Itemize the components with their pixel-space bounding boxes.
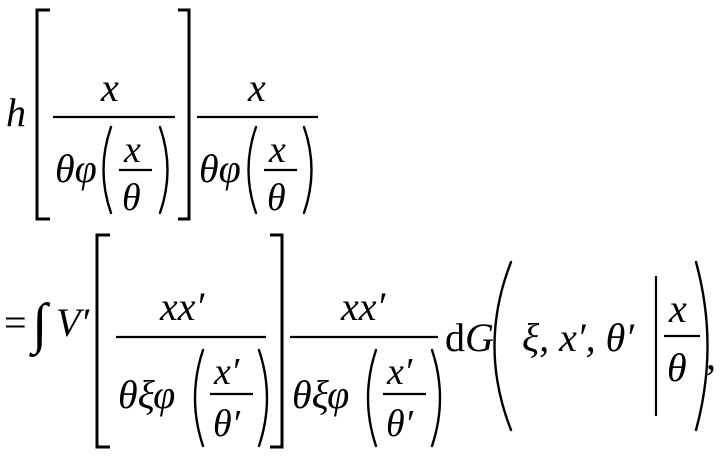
fraction-3-left-paren bbox=[193, 348, 205, 448]
fraction-1-left-paren bbox=[102, 125, 113, 215]
left-square-bracket bbox=[35, 8, 50, 221]
symbol-h: h bbox=[6, 90, 26, 135]
right-square-bracket bbox=[178, 8, 191, 221]
integral-sign: ∫ bbox=[29, 293, 51, 358]
argument-right-paren bbox=[694, 260, 709, 432]
fraction-2-left-paren bbox=[247, 125, 258, 215]
fraction-3-inner-numerator: x′ bbox=[213, 351, 240, 393]
symbol-g: G bbox=[465, 315, 494, 360]
fraction-1: x θφ x θ bbox=[53, 65, 175, 219]
fraction-2-inner-denominator: θ bbox=[267, 177, 286, 219]
fraction-4-left-paren bbox=[366, 348, 378, 448]
equals-sign: = bbox=[4, 300, 27, 345]
fraction-2-denominator-prefix: θφ bbox=[199, 146, 241, 191]
fraction-1-right-paren bbox=[158, 125, 169, 215]
fraction-3: xx′ θξφ x′ θ′ bbox=[116, 284, 269, 448]
left-square-bracket-2 bbox=[95, 233, 110, 449]
argument-left-paren bbox=[493, 260, 513, 432]
fraction-2-right-paren bbox=[302, 125, 313, 215]
fraction-4-right-paren bbox=[430, 348, 442, 448]
fraction-1-inner-denominator: θ bbox=[122, 177, 141, 219]
differential-d: d bbox=[445, 315, 465, 360]
equation-line-2: = ∫ V′ xx′ θξφ x′ θ′ xx′ θξφ x′ θ′ bbox=[4, 233, 716, 449]
fraction-1-numerator: x bbox=[100, 65, 119, 110]
fraction-4-inner-denominator: θ′ bbox=[386, 403, 414, 445]
fraction-2: x θφ x θ bbox=[197, 65, 318, 219]
fraction-3-denominator-prefix: θξφ bbox=[118, 372, 175, 417]
fraction-1-inner-numerator: x bbox=[123, 129, 141, 171]
fraction-1-denominator-prefix: θφ bbox=[55, 146, 97, 191]
fraction-4-inner-numerator: x′ bbox=[386, 351, 413, 393]
fraction-4: xx′ θξφ x′ θ′ bbox=[290, 284, 442, 448]
conditional-denominator: θ bbox=[667, 345, 687, 390]
differential-dg: dG bbox=[445, 315, 494, 360]
right-square-bracket-2 bbox=[270, 233, 284, 449]
fraction-3-inner-denominator: θ′ bbox=[213, 403, 241, 445]
trailing-comma: , bbox=[706, 333, 716, 378]
conditional-numerator: x bbox=[668, 286, 687, 331]
fraction-4-numerator: xx′ bbox=[340, 284, 387, 329]
symbol-v-prime: V′ bbox=[56, 300, 90, 345]
fraction-4-denominator-prefix: θξφ bbox=[292, 372, 349, 417]
equation-line-1: h x θφ x θ x θφ x θ bbox=[6, 8, 318, 221]
fraction-3-right-paren bbox=[257, 348, 269, 448]
argument-list: ξ, x′, θ′ bbox=[522, 315, 635, 360]
fraction-2-numerator: x bbox=[247, 65, 266, 110]
fraction-2-inner-numerator: x bbox=[268, 129, 286, 171]
fraction-3-numerator: xx′ bbox=[159, 284, 206, 329]
